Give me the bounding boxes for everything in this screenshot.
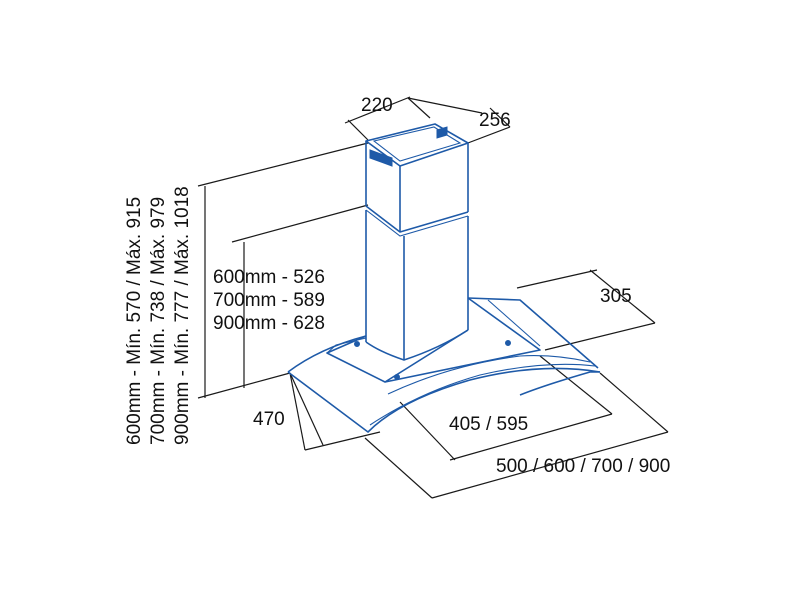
total-height-line2: 700mm - Mín. 738 / Máx. 979 <box>148 197 169 445</box>
chimney-height-line1: 600mm - 526 <box>213 267 325 288</box>
vent-slot-right-icon <box>436 126 448 139</box>
screw-dot-front-icon <box>394 374 400 380</box>
total-height-line1: 600mm - Mín. 570 / Máx. 915 <box>124 197 145 445</box>
overall-width-label: 500 / 600 / 700 / 900 <box>496 456 670 477</box>
chimney-width-label: 220 <box>361 95 393 116</box>
chimney-height-line2: 700mm - 589 <box>213 290 325 311</box>
front-depth-label: 470 <box>253 409 285 430</box>
chimney-depth-label: 256 <box>479 110 511 131</box>
screw-dot-right-icon <box>505 340 511 346</box>
screw-dot-left-icon <box>354 341 360 347</box>
vent-slot-left-icon <box>369 149 393 167</box>
dimension-lines <box>197 96 669 499</box>
total-height-line3: 900mm - Mín. 777 / Máx. 1018 <box>172 186 193 445</box>
inner-width-label: 405 / 595 <box>449 414 528 435</box>
hood-outline <box>287 123 601 433</box>
canopy-depth-label: 305 <box>600 286 632 307</box>
hood-details <box>354 126 511 380</box>
chimney-height-line3: 900mm - 628 <box>213 313 325 334</box>
